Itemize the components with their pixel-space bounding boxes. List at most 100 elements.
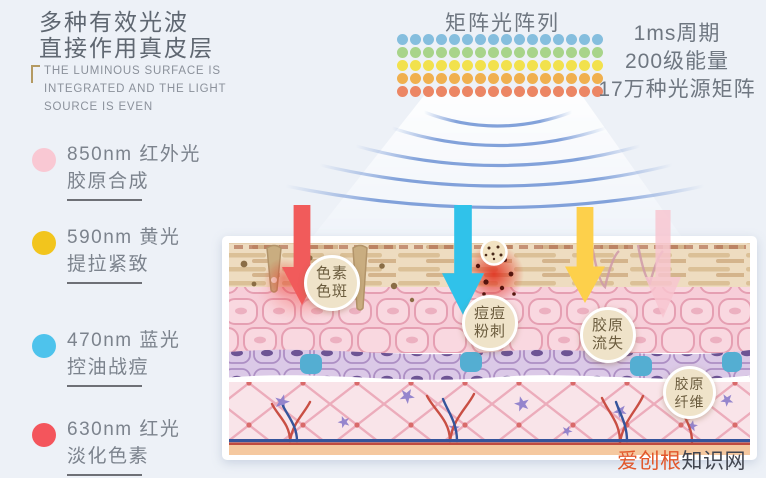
matrix-led-dot: [592, 47, 603, 58]
title-line-1: 多种有效光波: [39, 9, 189, 35]
matrix-led-dot: [397, 60, 408, 71]
watermark-suffix: 知识网: [681, 450, 746, 473]
matrix-title: 矩阵光阵列: [445, 12, 560, 35]
matrix-led-dot: [475, 86, 486, 97]
red-light-dot-icon: [32, 423, 56, 447]
matrix-led-dot: [566, 34, 577, 45]
matrix-led-dot: [540, 34, 551, 45]
matrix-led-dot: [527, 60, 538, 71]
matrix-led-dot: [423, 34, 434, 45]
matrix-led-dot: [553, 60, 564, 71]
matrix-led-dot: [553, 86, 564, 97]
matrix-led-dot: [397, 86, 408, 97]
matrix-led-dot: [436, 47, 447, 58]
matrix-led-dot: [436, 86, 447, 97]
matrix-led-dot: [436, 73, 447, 84]
matrix-dots: [397, 32, 605, 97]
matrix-led-dot: [527, 47, 538, 58]
page-title: 多种有效光波 直接作用真皮层: [39, 9, 214, 61]
matrix-led-dot: [488, 86, 499, 97]
matrix-led-dot: [592, 34, 603, 45]
label-acne-comedones: 痘痘 粉刺: [462, 295, 518, 351]
title-line-2: 直接作用真皮层: [39, 35, 214, 61]
matrix-led-dot: [488, 47, 499, 58]
matrix-led-dot: [540, 86, 551, 97]
matrix-led-dot: [514, 47, 525, 58]
matrix-led-dot: [566, 73, 577, 84]
matrix-led-dot: [410, 60, 421, 71]
matrix-led-dot: [592, 86, 603, 97]
matrix-led-dot: [475, 34, 486, 45]
matrix-led-dot: [475, 60, 486, 71]
matrix-led-dot: [410, 86, 421, 97]
matrix-led-dot: [540, 73, 551, 84]
matrix-led-dot: [592, 73, 603, 84]
page-subtitle: THE LUMINOUS SURFACE IS INTEGRATED AND T…: [44, 65, 227, 113]
label-collagen-loss: 胶原 流失: [580, 307, 636, 363]
matrix-led-dot: [462, 34, 473, 45]
blue-light-dot-icon: [32, 334, 56, 358]
matrix-led-dot: [449, 47, 460, 58]
matrix-led-dot: [566, 60, 577, 71]
matrix-led-dot: [579, 60, 590, 71]
matrix-led-dot: [553, 47, 564, 58]
legend-divider: [67, 474, 142, 476]
label-pigment-spots: 色素 色斑: [304, 255, 360, 311]
matrix-led-dot: [397, 47, 408, 58]
matrix-led-dot: [475, 47, 486, 58]
matrix-led-dot: [436, 34, 447, 45]
legend-item-850nm: 850nm 红外光 胶原合成: [32, 141, 201, 201]
legend-item-590nm: 590nm 黄光 提拉紧致: [32, 224, 180, 284]
matrix-led-dot: [488, 60, 499, 71]
matrix-led-dot: [423, 47, 434, 58]
legend-item-630nm: 630nm 红光 淡化色素: [32, 416, 180, 476]
matrix-led-dot: [514, 86, 525, 97]
matrix-led-dot: [449, 34, 460, 45]
matrix-led-dot: [579, 73, 590, 84]
legend-divider: [67, 385, 142, 387]
matrix-led-dot: [462, 47, 473, 58]
matrix-led-dot: [579, 86, 590, 97]
matrix-led-dot: [514, 34, 525, 45]
matrix-led-dot: [397, 73, 408, 84]
legend-item-470nm: 470nm 蓝光 控油战痘: [32, 327, 180, 387]
matrix-led-dot: [423, 60, 434, 71]
matrix-led-dot: [488, 34, 499, 45]
matrix-led-dot: [514, 60, 525, 71]
yellow-light-dot-icon: [32, 231, 56, 255]
matrix-led-dot: [410, 34, 421, 45]
matrix-led-dot: [501, 73, 512, 84]
matrix-led-dot: [462, 73, 473, 84]
matrix-led-dot: [501, 60, 512, 71]
matrix-led-dot: [501, 86, 512, 97]
matrix-led-dot: [566, 86, 577, 97]
matrix-led-dot: [475, 73, 486, 84]
matrix-led-dot: [514, 73, 525, 84]
matrix-led-dot: [410, 47, 421, 58]
legend-divider: [67, 199, 142, 201]
matrix-led-dot: [449, 86, 460, 97]
matrix-led-dot: [423, 86, 434, 97]
matrix-led-dot: [449, 60, 460, 71]
watermark-brand: 爱创根: [617, 450, 682, 473]
matrix-led-dot: [436, 60, 447, 71]
matrix-led-dot: [553, 34, 564, 45]
label-collagen-fiber: 胶原 纤维: [663, 366, 716, 419]
matrix-led-dot: [501, 47, 512, 58]
legend-divider: [67, 282, 142, 284]
matrix-led-dot: [423, 73, 434, 84]
matrix-led-dot: [592, 60, 603, 71]
matrix-led-dot: [566, 47, 577, 58]
matrix-led-dot: [579, 47, 590, 58]
matrix-led-dot: [397, 34, 408, 45]
matrix-led-dot: [488, 73, 499, 84]
matrix-led-dot: [540, 60, 551, 71]
matrix-led-dot: [527, 86, 538, 97]
matrix-led-dot: [527, 34, 538, 45]
matrix-led-dot: [540, 47, 551, 58]
matrix-led-dot: [553, 73, 564, 84]
matrix-led-dot: [527, 73, 538, 84]
matrix-led-dot: [410, 73, 421, 84]
